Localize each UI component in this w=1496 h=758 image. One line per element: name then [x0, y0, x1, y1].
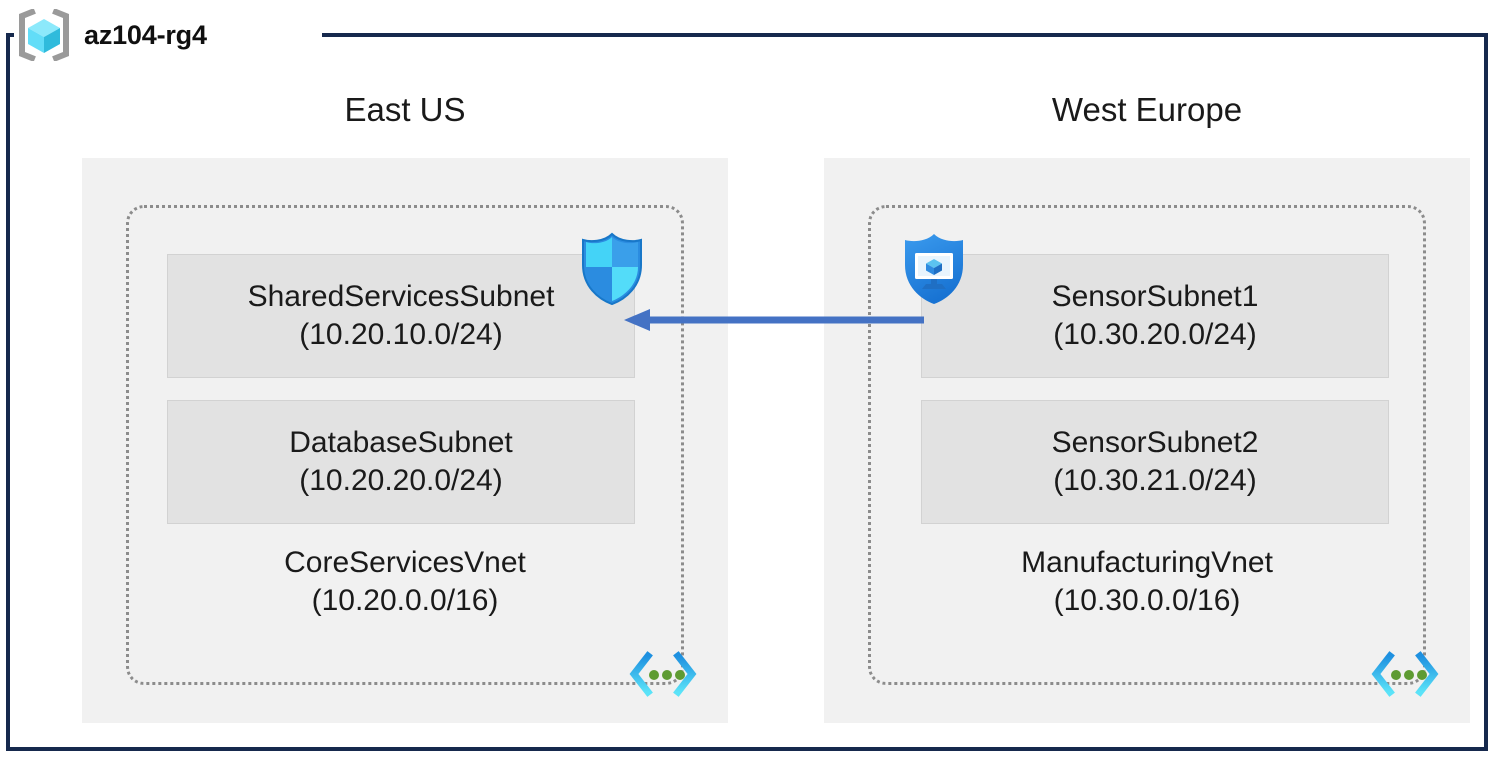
- vnet-name: CoreServicesVnet: [284, 546, 526, 579]
- region-title-east-us: East US: [344, 91, 466, 128]
- subnet-cidr: (10.20.20.0/24): [299, 464, 503, 497]
- subnet-shared-services: SharedServicesSubnet (10.20.10.0/24): [167, 254, 635, 378]
- subnet-name: SharedServicesSubnet: [247, 279, 555, 313]
- resource-group-name: az104-rg4: [84, 19, 207, 50]
- subnet-name: SensorSubnet1: [1051, 279, 1259, 313]
- subnet-cidr: (10.30.21.0/24): [1053, 464, 1257, 497]
- subnet-sensor-1: SensorSubnet1 (10.30.20.0/24): [921, 254, 1389, 378]
- virtual-network-icon: [1369, 651, 1441, 702]
- vnet-caption-core-services: CoreServicesVnet (10.20.0.0/16): [129, 544, 681, 621]
- subnet-cidr: (10.20.10.0/24): [299, 318, 503, 351]
- virtual-network-icon: [627, 651, 699, 702]
- subnet-cidr: (10.30.20.0/24): [1053, 318, 1257, 351]
- resource-group-cube-icon: [14, 9, 74, 61]
- resource-group-label: az104-rg4: [14, 8, 207, 62]
- vnet-cidr: (10.20.0.0/16): [311, 584, 499, 618]
- network-security-group-shield-icon: [578, 231, 646, 312]
- vnet-core-services: SharedServicesSubnet (10.20.10.0/24) Dat…: [126, 205, 697, 697]
- region-title-west-europe: West Europe: [1051, 91, 1243, 128]
- subnet-sensor-2: SensorSubnet2 (10.30.21.0/24): [921, 400, 1389, 524]
- vnet-peering-arrow: [624, 306, 924, 334]
- resource-group-frame: [6, 33, 1488, 751]
- vnet-cidr: (10.30.0.0/16): [1053, 584, 1241, 618]
- subnet-database: DatabaseSubnet (10.20.20.0/24): [167, 400, 635, 524]
- vnet-caption-manufacturing: ManufacturingVnet (10.30.0.0/16): [871, 544, 1423, 621]
- subnet-name: DatabaseSubnet: [289, 425, 513, 459]
- vnet-manufacturing: SensorSubnet1 (10.30.20.0/24) SensorSubn…: [868, 205, 1439, 697]
- vnet-name: ManufacturingVnet: [1021, 546, 1273, 579]
- subnet-name: SensorSubnet2: [1051, 425, 1259, 459]
- vm-security-shield-icon: [900, 231, 968, 312]
